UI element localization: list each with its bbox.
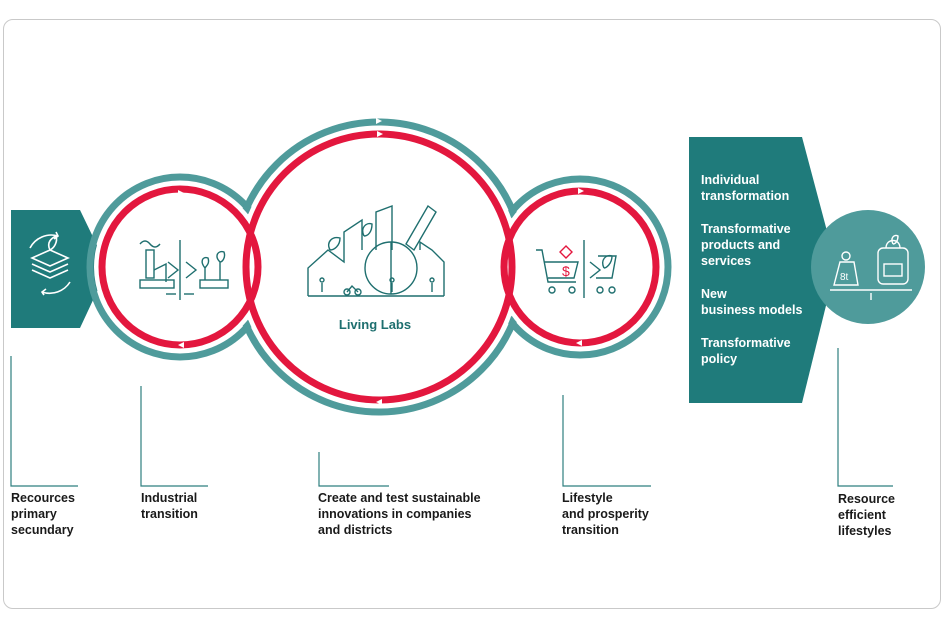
list-item-line: New (701, 287, 727, 301)
label-line: Create and test sustainable (318, 491, 481, 505)
living-labs-title: Living Labs (338, 317, 412, 332)
label-industrial: Industrial transition (141, 490, 198, 522)
label-line: innovations in companies (318, 507, 472, 521)
list-item-line: Transformative (701, 222, 791, 236)
resource-efficient-circle (811, 210, 925, 324)
label-line: Resource (838, 492, 895, 506)
list-item: Transformative policy (701, 335, 821, 367)
leader-lines (10, 348, 893, 487)
living-labs-city-icon (307, 204, 445, 297)
label-line: and prosperity (562, 507, 649, 521)
transformation-panel (689, 137, 836, 403)
label-lifestyle: Lifestyle and prosperity transition (562, 490, 649, 538)
label-line: Lifestyle (562, 491, 613, 505)
label-line: secundary (11, 523, 74, 537)
label-line: Industrial (141, 491, 198, 505)
label-line: efficient (838, 508, 886, 522)
label-create-test: Create and test sustainable innovations … (318, 490, 481, 538)
list-item-line: Transformative (701, 336, 791, 350)
transformation-list: Individual transformation Transformative… (701, 172, 821, 384)
diagram-frame (3, 19, 941, 609)
resources-block (11, 210, 108, 328)
weight-and-backpack-icon (830, 234, 912, 300)
ring-arrow-icons (178, 118, 584, 432)
svg-text:$: $ (562, 263, 570, 279)
label-line: transition (141, 507, 198, 521)
list-item-line: business models (701, 303, 803, 317)
list-item-line: services (701, 254, 752, 268)
list-item-line: products and (701, 238, 781, 252)
list-item: Individual transformation (701, 172, 821, 204)
factory-to-plant-icon (139, 240, 229, 300)
label-resources: Recources primary secundary (11, 490, 75, 538)
list-item-line: policy (701, 352, 738, 366)
recycle-icon (29, 231, 71, 296)
label-line: Recources (11, 491, 75, 505)
label-resource-efficient: Resource efficient lifestyles (838, 491, 895, 539)
shopping-cart-icon: $ (536, 240, 617, 298)
label-line: and districts (318, 523, 393, 537)
label-line: primary (11, 507, 57, 521)
list-item: New business models (701, 286, 821, 318)
label-line: lifestyles (838, 524, 892, 538)
label-line: transition (562, 523, 619, 537)
list-item: Transformative products and services (701, 221, 821, 269)
weight-label: 8t (840, 272, 849, 283)
list-item-line: transformation (701, 189, 790, 203)
list-item-line: Individual (701, 173, 760, 187)
